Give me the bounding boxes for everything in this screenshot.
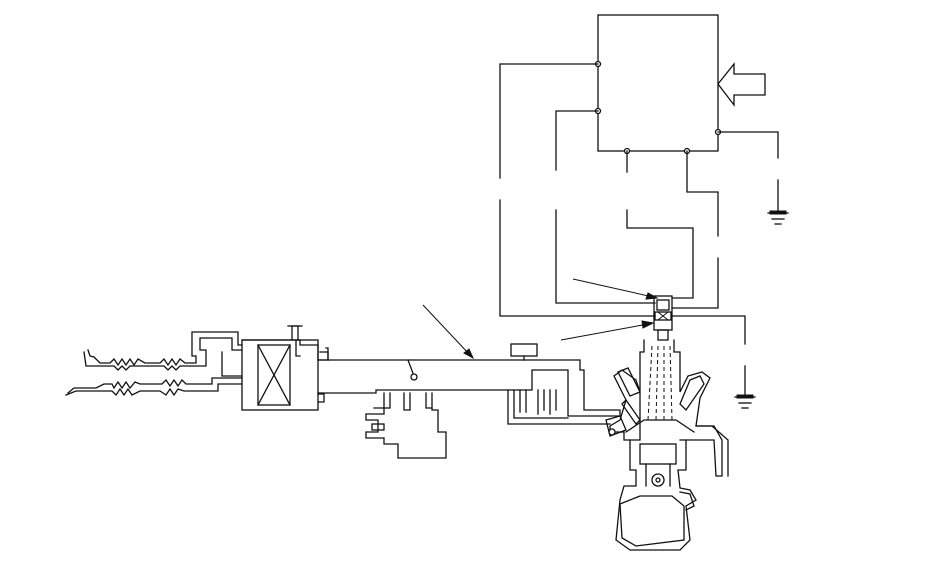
ground-symbol-upper <box>767 210 789 225</box>
engine-cylinder <box>605 339 729 551</box>
air-intake-ducts <box>65 331 243 397</box>
input-arrow <box>717 62 766 107</box>
control-unit <box>594 14 722 155</box>
leader-arrows <box>422 278 659 360</box>
throttle-body <box>365 392 447 459</box>
injector <box>653 295 673 341</box>
signal-wires <box>499 63 779 397</box>
intake-pipe <box>317 343 621 425</box>
air-filter-box <box>241 325 329 411</box>
ground-symbol-lower <box>734 394 756 409</box>
